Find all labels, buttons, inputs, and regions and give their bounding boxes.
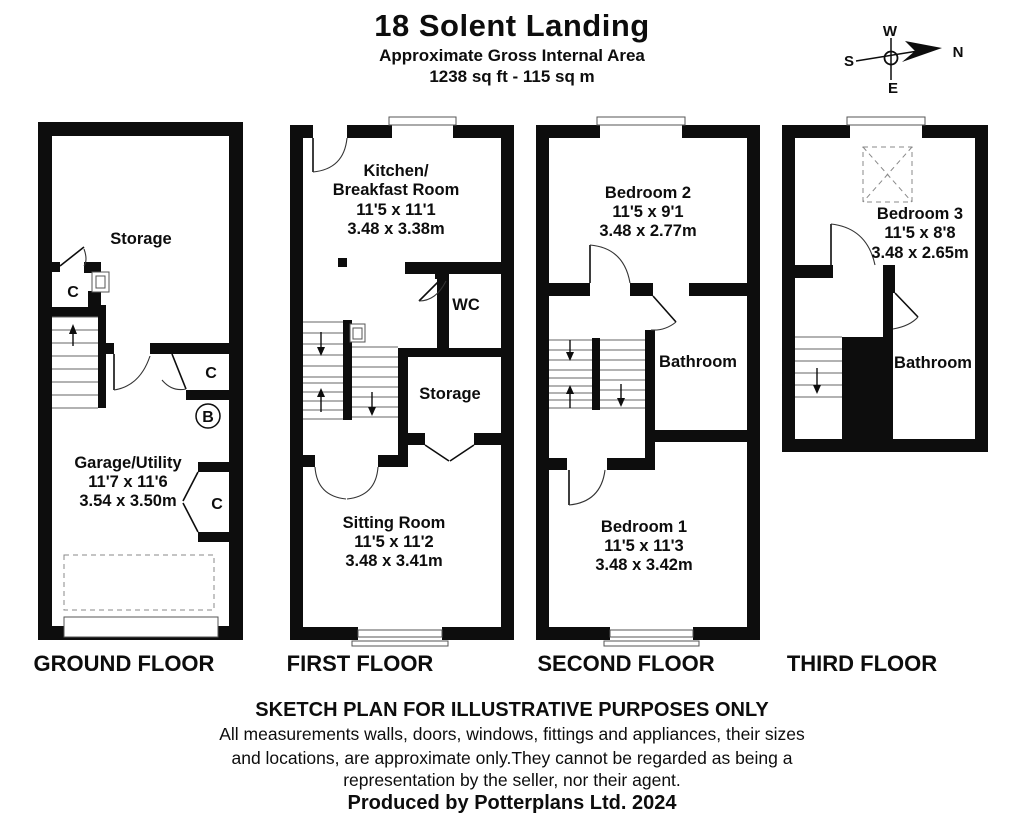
svg-text:11'5 x 8'8: 11'5 x 8'8 — [884, 224, 955, 242]
svg-text:11'5 x 11'1: 11'5 x 11'1 — [356, 201, 435, 219]
sitting-room-label: Sitting Room 11'5 x 11'2 3.48 x 3.41m — [343, 514, 446, 570]
third-bathroom-label: Bathroom — [894, 354, 972, 372]
boiler-label: B — [202, 409, 214, 426]
ground-doors — [59, 246, 199, 533]
svg-text:3.48 x 3.41m: 3.48 x 3.41m — [345, 552, 442, 570]
svg-text:3.48 x 3.38m: 3.48 x 3.38m — [347, 220, 444, 238]
second-bathroom-label: Bathroom — [659, 353, 737, 371]
svg-text:Sitting Room: Sitting Room — [343, 514, 446, 532]
cupboard3-label: C — [211, 496, 223, 513]
kitchen-room-label: Kitchen/ Breakfast Room 11'5 x 11'1 3.48… — [333, 162, 460, 238]
disclaimer-line-2: and locations, are approximate only.They… — [231, 748, 793, 768]
svg-text:Bedroom 3: Bedroom 3 — [877, 205, 963, 223]
ground-stairs — [52, 316, 98, 409]
skylight-outline — [862, 146, 913, 203]
first-walls — [290, 125, 514, 640]
area-subtitle: Approximate Gross Internal Area — [379, 46, 645, 65]
ground-floor-plan: B Storage C C C Garage/Utility 11'7 x 11… — [38, 122, 243, 640]
second-floor-label: SECOND FLOOR — [537, 651, 715, 676]
compass-needle — [855, 38, 942, 80]
compass-icon: W S E N — [844, 23, 964, 97]
ground-walls — [38, 122, 243, 640]
disclaimer-line-3: representation by the seller, nor their … — [343, 770, 681, 790]
compass-north: N — [953, 44, 964, 61]
first-storage-label: Storage — [419, 385, 480, 403]
boiler-circle — [195, 403, 221, 429]
svg-text:3.48 x 2.77m: 3.48 x 2.77m — [599, 222, 696, 240]
bedroom2-room-label: Bedroom 2 11'5 x 9'1 3.48 x 2.77m — [599, 184, 696, 240]
svg-text:Kitchen/: Kitchen/ — [363, 162, 429, 180]
compass-west: W — [883, 23, 898, 40]
ground-garage-door — [63, 616, 219, 638]
wc-label: WC — [452, 296, 480, 314]
second-stairs — [549, 339, 645, 409]
first-windows — [351, 116, 457, 647]
third-walls — [782, 125, 988, 452]
garage-room-label: Garage/Utility 11'7 x 11'6 3.54 x 3.50m — [74, 454, 182, 510]
page-title: 18 Solent Landing — [374, 8, 650, 43]
second-windows — [596, 116, 700, 647]
svg-text:3.48 x 3.42m: 3.48 x 3.42m — [595, 556, 692, 574]
svg-text:Breakfast Room: Breakfast Room — [333, 181, 460, 199]
ground-floor-label: GROUND FLOOR — [33, 651, 215, 676]
second-floor-plan: Bedroom 2 11'5 x 9'1 3.48 x 2.77m Bathro… — [536, 116, 760, 647]
third-floor-label: THIRD FLOOR — [786, 651, 938, 676]
svg-text:11'5 x 9'1: 11'5 x 9'1 — [612, 203, 683, 221]
cupboard2-label: C — [205, 365, 217, 382]
svg-text:11'5 x 11'3: 11'5 x 11'3 — [604, 537, 683, 555]
svg-text:Bedroom 2: Bedroom 2 — [605, 184, 691, 202]
first-doors — [312, 125, 475, 500]
compass-south: S — [844, 53, 854, 70]
compass-east: E — [888, 80, 898, 97]
third-floor-plan: Bedroom 3 11'5 x 8'8 3.48 x 2.65m Bathro… — [782, 116, 988, 452]
svg-text:11'7 x 11'6: 11'7 x 11'6 — [88, 473, 167, 491]
third-stairs — [795, 336, 842, 398]
svg-text:Bedroom 1: Bedroom 1 — [601, 518, 687, 536]
produced-by: Produced by Potterplans Ltd. 2024 — [347, 792, 677, 814]
bedroom3-room-label: Bedroom 3 11'5 x 8'8 3.48 x 2.65m — [871, 205, 968, 262]
third-doors — [830, 223, 919, 330]
first-floor-label: FIRST FLOOR — [286, 651, 434, 676]
ground-storage-label: Storage — [110, 230, 171, 248]
parking-space-outline — [63, 554, 215, 611]
first-stairs — [303, 321, 398, 420]
bedroom1-room-label: Bedroom 1 11'5 x 11'3 3.48 x 3.42m — [595, 518, 692, 574]
disclaimer-line-1: All measurements walls, doors, windows, … — [219, 724, 805, 744]
svg-text:3.48 x 2.65m: 3.48 x 2.65m — [871, 244, 968, 262]
disclaimer-title: SKETCH PLAN FOR ILLUSTRATIVE PURPOSES ON… — [255, 699, 769, 721]
ground-window-symbol — [91, 271, 110, 293]
first-floor-plan: Kitchen/ Breakfast Room 11'5 x 11'1 3.48… — [290, 116, 514, 647]
svg-text:3.54 x 3.50m: 3.54 x 3.50m — [79, 492, 176, 510]
svg-text:Garage/Utility: Garage/Utility — [74, 454, 182, 472]
third-windows — [846, 116, 926, 138]
svg-text:11'5 x 11'2: 11'5 x 11'2 — [354, 533, 433, 551]
second-doors — [568, 244, 677, 506]
cupboard1-label: C — [67, 284, 79, 301]
area-value: 1238 sq ft - 115 sq m — [429, 67, 595, 86]
second-walls — [536, 125, 760, 640]
